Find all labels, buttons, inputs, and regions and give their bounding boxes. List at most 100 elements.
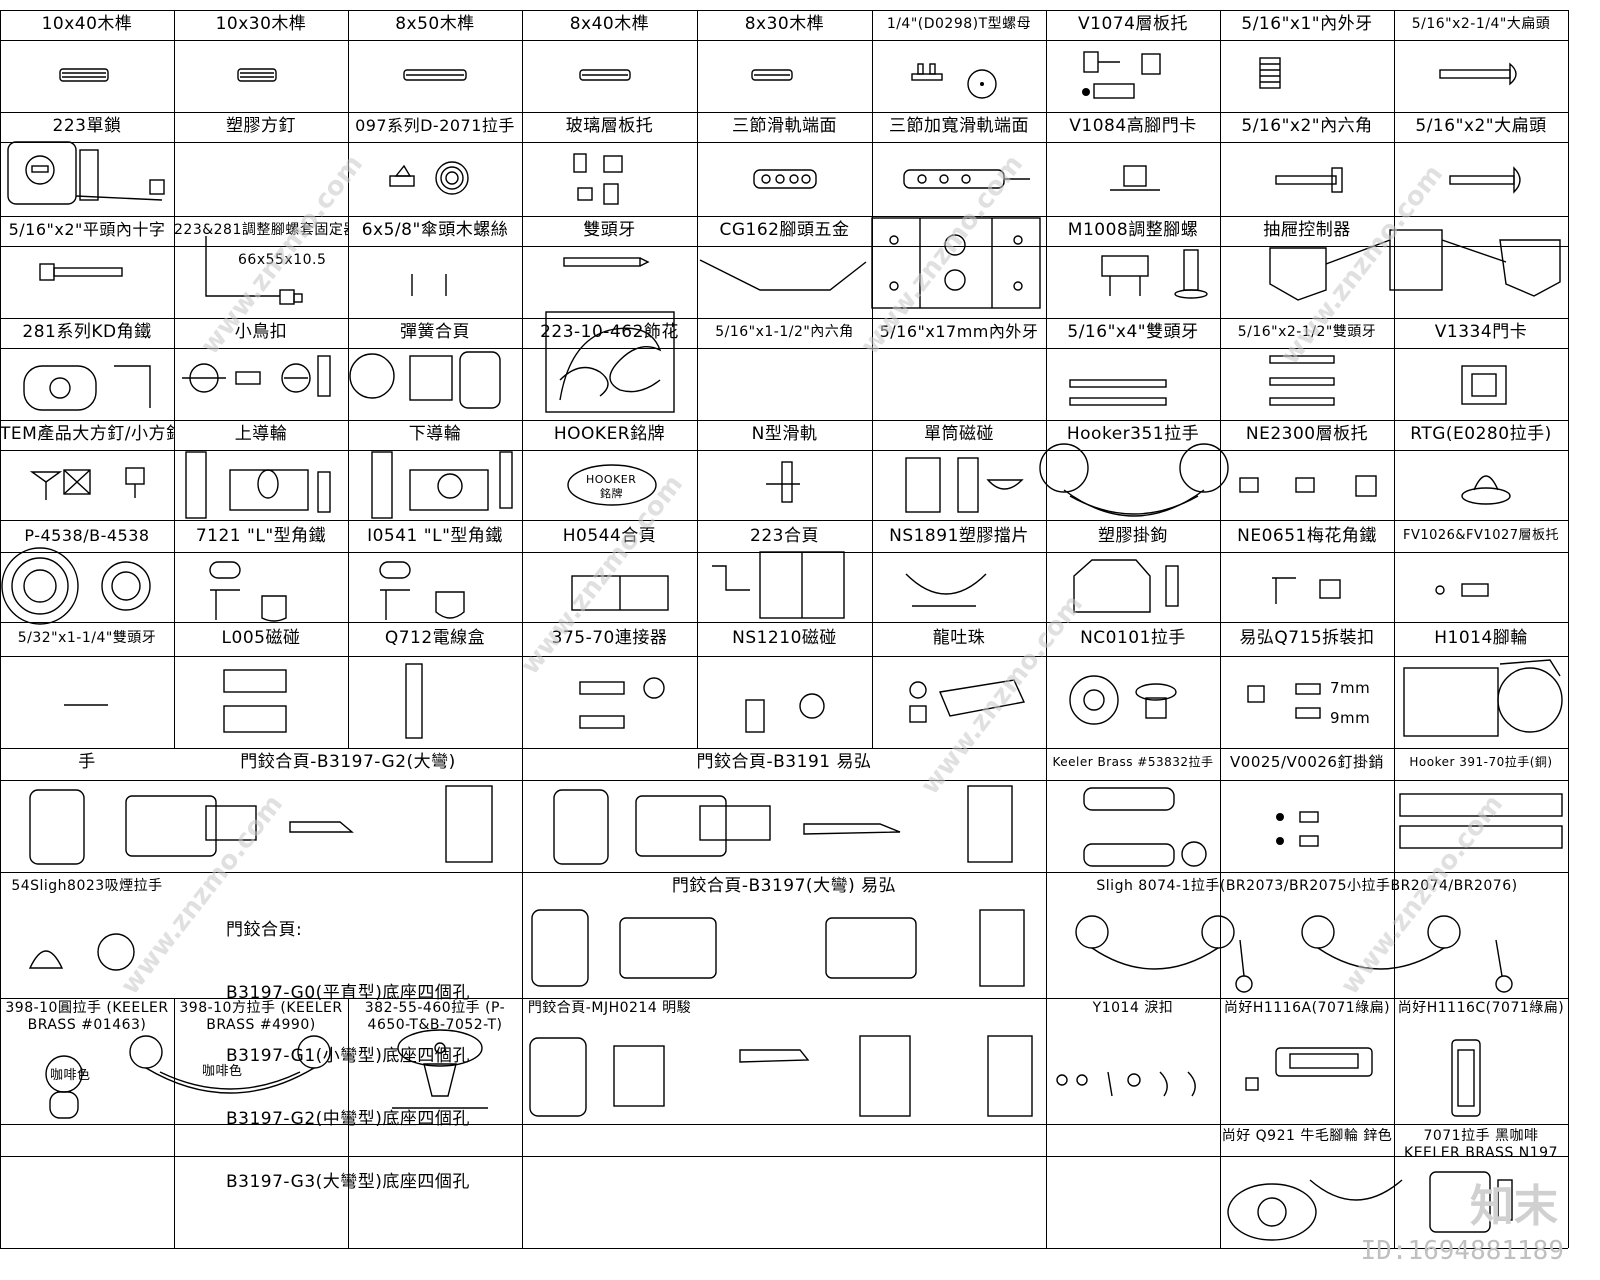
cell-label-r10-c8: 尚好H1116A(7071綠扁) — [1223, 1000, 1391, 1016]
nameplate-bottom-text: 銘牌 — [600, 488, 623, 500]
cell-label-r5-c9: RTG(E0280拉手) — [1410, 424, 1552, 444]
grid-vline — [522, 10, 523, 748]
cg162-plate-drawing — [871, 217, 1041, 309]
brand-logo: 知末 — [1470, 1181, 1558, 1232]
cell-label-r6-c1: P-4538/B-4538 — [24, 526, 150, 545]
door-catch-v1084-drawing — [1110, 165, 1160, 191]
cell-label-r5-c5: N型滑軌 — [751, 424, 818, 444]
kd-dimension-note: 66x55x10.5 — [238, 252, 327, 268]
grid-hline — [0, 142, 1568, 143]
kd-corner-drawing — [23, 365, 151, 411]
plastic-stop-drawing — [905, 573, 987, 607]
flat-handle-h1116c-drawing — [1451, 1039, 1481, 1117]
adjust-foot-bracket-drawing — [205, 236, 303, 305]
hinge-b3197-g2-drawing — [29, 785, 493, 865]
grid-vline — [1394, 10, 1395, 748]
sligh8074-handle-drawing — [1075, 915, 1513, 993]
cell-label-r1-c8: 5/16"x1"內外牙 — [1241, 14, 1373, 34]
grid-vline — [174, 998, 175, 1248]
screw-9mm-note: 9mm — [1330, 709, 1371, 727]
hooker-nameplate-drawing — [567, 464, 657, 506]
cell-label-r6-c6: NS1891塑膠擋片 — [889, 526, 1029, 546]
cell-label-r2-c7: V1084高腳門卡 — [1069, 116, 1197, 136]
caster-q921-drawing — [1227, 1179, 1403, 1241]
cell-label-r10-c4: 門鉸合頁-MJH0214 明駿 — [527, 1000, 692, 1016]
spring-hinge-drawing — [317, 351, 501, 409]
cell-label-r2-c8: 5/16"x2"內六角 — [1241, 116, 1373, 136]
grid-hline — [0, 420, 1568, 421]
cell-label-r4-c8: 5/16"x2-1/2"雙頭牙 — [1237, 324, 1377, 340]
hook-catch-drawing — [182, 363, 311, 393]
cell-label-r4-c3: 彈簧合頁 — [400, 322, 470, 342]
cell-label-r7-c6: 龍吐珠 — [932, 628, 986, 648]
wire-box-q712-drawing — [405, 663, 423, 739]
cell-label-r10-c3: 382-55-460拉手 (P-4650-T&B-7052-T) — [364, 1000, 506, 1033]
hooker-391-handle-drawing — [1399, 793, 1563, 849]
dowel-10x30-drawing — [237, 68, 277, 82]
grid-vline — [348, 10, 349, 748]
grid-hline — [0, 520, 1568, 521]
hinge-list-item-g2: B3197-G2(中彎型)底座四個孔 — [226, 1109, 470, 1129]
wide-slide-end-drawing — [903, 169, 1030, 189]
double-thread-drawing — [563, 257, 650, 267]
connector-375-drawing — [579, 677, 665, 729]
cell-label-r8-c9: Hooker 391-70拉手(銅) — [1409, 755, 1553, 769]
cell-label-r5-c7: Hooker351拉手 — [1066, 424, 1200, 444]
bolt-5-16-drawing — [39, 263, 123, 281]
grid-hline — [0, 748, 1568, 749]
cell-label-r4-c6: 5/16"x17mm內外牙 — [879, 322, 1039, 341]
grid-hline — [0, 216, 1568, 217]
cell-label-r3-c1: 5/16"x2"平頭內十字 — [8, 220, 166, 239]
dowel-8x50-drawing — [403, 69, 467, 81]
grid-hline — [0, 348, 1568, 349]
grid-vline — [1394, 748, 1395, 998]
double-thread-4-drawing — [1069, 379, 1167, 406]
cell-label-r12-c8: 尚好 Q921 牛毛腳輪 鋅色 — [1221, 1128, 1393, 1144]
cell-label-r8-c4: 門鉸合頁-B3191 易弘 — [696, 752, 872, 772]
hinge-mjh0214-drawing — [529, 1035, 1033, 1117]
cell-label-r7-c5: NS1210磁碰 — [732, 628, 837, 648]
cell-label-r6-c9: FV1026&FV1027層板托 — [1402, 528, 1560, 543]
cell-label-r5-c6: 單筒磁碰 — [924, 424, 994, 444]
cell-label-r1-c7: V1074層板托 — [1078, 14, 1188, 34]
cell-label-r2-c3: 097系列D-2071拉手 — [355, 116, 515, 135]
cell-label-r8-c1: 手 — [78, 752, 96, 772]
grid-hline — [0, 1124, 1568, 1125]
nameplate-top-text: HOOKER — [586, 474, 637, 486]
cell-label-r1-c6: 1/4"(D0298)T型螺母 — [886, 16, 1032, 32]
coffee-color-note-2: 咖啡色 — [50, 1068, 91, 1083]
cg162-handle-drawing — [699, 259, 867, 291]
shelf-support-ne2300-drawing — [1239, 475, 1377, 497]
l-bracket-i0541-drawing — [379, 561, 465, 620]
square-nails-drawing — [29, 467, 145, 500]
cell-label-r10-c1: 398-10圓拉手 (KEELER BRASS #01463) — [5, 1000, 169, 1033]
cell-label-r2-c4: 玻璃層板托 — [565, 116, 654, 136]
round-handle-398-drawing — [45, 1055, 83, 1119]
flat-handle-h1116a-drawing — [1245, 1047, 1373, 1091]
flat-head-bolt-2-drawing — [1449, 166, 1521, 194]
grid-hline — [0, 780, 1568, 781]
id-tag: ID:1694881189 — [1360, 1236, 1565, 1266]
grid-vline — [1220, 10, 1221, 748]
caster-h1014-drawing — [1403, 659, 1563, 737]
grid-vline — [0, 10, 1, 748]
cell-label-r1-c3: 8x50木榫 — [395, 14, 475, 34]
cell-label-r4-c5: 5/16"x1-1/2"內六角 — [715, 324, 854, 340]
cell-label-r8-c7: Keeler Brass #53832拉手 — [1052, 755, 1214, 769]
cell-label-r4-c2: 小鳥扣 — [234, 322, 288, 342]
cell-label-r5-c2: 上導輪 — [234, 424, 288, 444]
magnet-ns1210-drawing — [745, 693, 825, 733]
cell-label-r10-c7: Y1014 淚扣 — [1092, 1000, 1174, 1016]
grid-vline — [0, 998, 1, 1248]
grid-hline — [0, 656, 1568, 657]
grid-hline — [0, 318, 1568, 319]
handle-382-drawing — [392, 1029, 488, 1109]
glass-shelf-support-drawing — [573, 153, 623, 205]
l-bracket-7121-drawing — [209, 561, 287, 622]
hinge-list-item-g1: B3197-G1(小彎型)底座四個孔 — [226, 1046, 470, 1066]
hinge-b3191-drawing — [553, 785, 1013, 865]
cell-label-r1-c2: 10x30木榫 — [215, 14, 307, 34]
upper-guide-wheel-drawing — [185, 451, 331, 519]
